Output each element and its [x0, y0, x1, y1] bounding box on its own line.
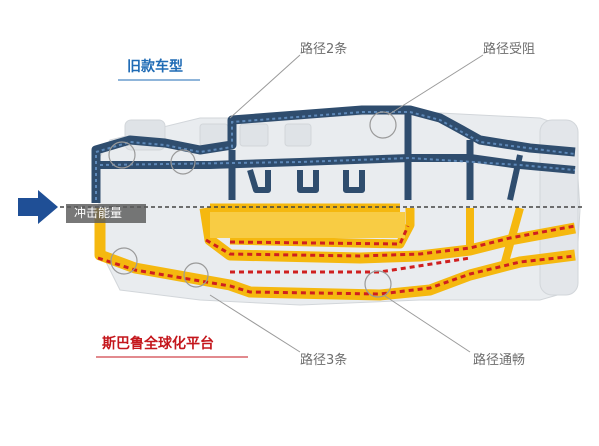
impact-energy-label: 冲击能量 — [66, 204, 146, 223]
old-model-paths — [95, 111, 576, 200]
old-model-title: 旧款车型 — [127, 59, 183, 75]
path-blocked-label: 路径受阻 — [483, 42, 536, 57]
leader-lines — [209, 54, 484, 353]
new-platform-paths — [97, 224, 576, 296]
callout-circles — [108, 111, 397, 298]
new-platform-title: 斯巴鲁全球化平台 — [102, 336, 214, 352]
path-smooth-label: 路径通畅 — [473, 353, 526, 368]
path-3-label: 路径3条 — [300, 353, 348, 368]
impact-arrow — [18, 190, 58, 224]
path-2-label: 路径2条 — [300, 42, 348, 57]
